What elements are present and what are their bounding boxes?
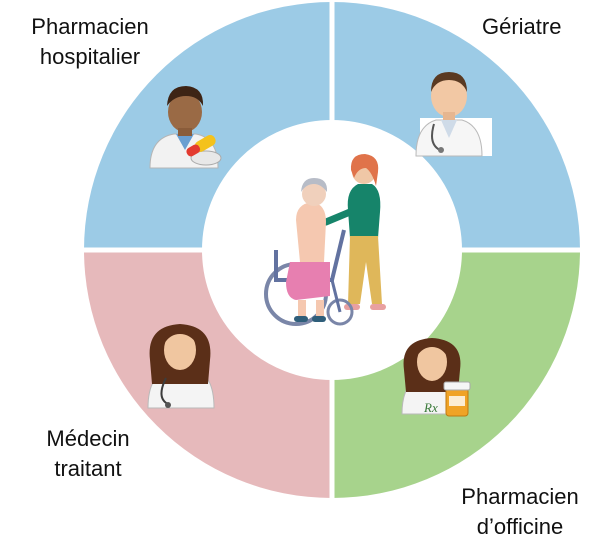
label-line: hospitalier <box>39 44 141 69</box>
label-line: d’officine <box>476 514 564 539</box>
label-pharmacien-hospitalier: Pharmacien hospitalier <box>20 12 160 72</box>
female-doctor-icon <box>147 324 215 409</box>
label-geriatre: Gériatre <box>482 12 561 42</box>
label-medecin-traitant: Médecin traitant <box>28 424 148 484</box>
elderly-woman-in-wheelchair-with-caregiver-illustration <box>264 154 386 326</box>
label-line: Gériatre <box>482 14 562 39</box>
female-pharmacist-with-prescription-icon: Rx <box>401 338 471 417</box>
label-pharmacien-officine: Pharmacien d’officine <box>446 482 594 542</box>
label-line: Pharmacien <box>31 14 149 39</box>
svg-text:Rx: Rx <box>423 400 438 415</box>
pharmacist-with-pills-icon <box>149 86 222 169</box>
center-circle <box>208 126 456 374</box>
label-line: traitant <box>54 456 122 481</box>
label-line: Pharmacien <box>461 484 579 509</box>
label-line: Médecin <box>46 426 130 451</box>
doctor-with-stethoscope-icon <box>415 72 492 157</box>
